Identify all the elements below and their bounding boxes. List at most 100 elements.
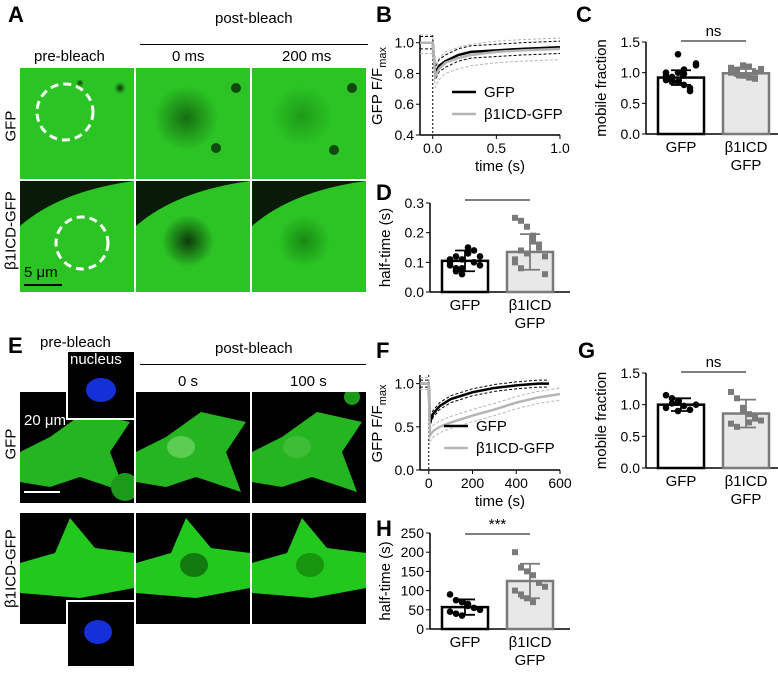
series-error-upper (420, 377, 561, 431)
micrograph-a-gfp-200ms (252, 68, 366, 179)
micrograph-e-gfp-100s (252, 392, 366, 503)
panel-label-g: G (578, 338, 596, 363)
data-point (446, 256, 454, 263)
data-point (734, 70, 740, 77)
significance-label: *** (489, 516, 507, 533)
panel-label-b: B (376, 2, 392, 27)
y-axis-label: GFP F/Fmax (370, 384, 389, 463)
data-point (446, 262, 454, 269)
data-point (512, 587, 518, 594)
x-tick-label: 0.5 (487, 140, 507, 156)
y-tick-label: 200 (401, 544, 425, 560)
category-label: β1ICD (725, 473, 768, 490)
data-point (734, 395, 740, 402)
y-tick-label: 0.3 (405, 195, 425, 211)
panel-e-row-gfp: GFP (2, 428, 20, 460)
data-point (458, 598, 466, 606)
panel-a-post-bleach-header: post-bleach (215, 10, 293, 27)
category-label: GFP (450, 634, 481, 651)
data-point (446, 591, 454, 598)
panel-e-time-0: 0 s (178, 373, 199, 390)
panel-e-row-b1icd: β1ICD-GFP (2, 529, 20, 608)
data-point (740, 408, 746, 414)
data-point (458, 256, 466, 263)
panel-a-time-0: 0 ms (172, 48, 205, 65)
data-point (524, 568, 530, 575)
series-line (420, 41, 561, 79)
series-error-lower (420, 52, 561, 90)
data-point (518, 247, 524, 254)
micrograph-e-gfp-0s (136, 392, 250, 503)
data-point (758, 417, 764, 424)
data-point (752, 415, 758, 422)
data-point (464, 250, 472, 257)
data-point (680, 70, 688, 78)
data-point (542, 271, 548, 278)
data-point (470, 604, 478, 612)
y-tick-label: 0.0 (405, 284, 425, 300)
category-label: β1ICD (509, 297, 552, 314)
micrograph-e-nucleus-inset-bottom (66, 600, 136, 668)
x-axis-label: time (s) (475, 158, 525, 175)
micrograph-a-b1icd-0ms (136, 181, 250, 292)
category-label: GFP (666, 139, 697, 156)
micrograph-e-b1icd-0s (136, 513, 250, 624)
x-tick-label: 600 (548, 475, 572, 491)
data-point (692, 60, 700, 67)
panel-label-d: D (376, 180, 392, 205)
data-point (458, 270, 466, 278)
micrograph-e-b1icd-100s (252, 513, 366, 624)
panel-label-c: C (576, 2, 592, 27)
y-axis-label: half-time (s) (377, 208, 394, 287)
y-tick-label: 1.5 (621, 365, 641, 381)
data-point (686, 84, 694, 92)
data-point (662, 404, 670, 412)
y-tick-label: 1.0 (621, 397, 641, 413)
y-tick-label: 150 (401, 563, 425, 579)
y-tick-label: 1.0 (395, 35, 415, 51)
micrograph-a-gfp-pre (20, 68, 134, 179)
bar (656, 403, 706, 470)
data-point (728, 64, 734, 71)
legend-label: GFP (484, 84, 515, 101)
series-error-upper (420, 36, 561, 70)
data-point (674, 50, 682, 58)
data-point (518, 265, 524, 272)
data-point (668, 73, 676, 81)
y-tick-label: 50 (408, 602, 424, 618)
data-point (686, 406, 694, 414)
data-point (512, 549, 518, 556)
bar (721, 72, 771, 136)
y-tick-label: 0 (416, 621, 424, 637)
data-point (530, 572, 536, 579)
data-point (758, 65, 764, 72)
data-point (728, 389, 734, 395)
data-point (740, 404, 746, 411)
data-point (692, 401, 700, 408)
data-point (542, 583, 548, 590)
data-point (746, 63, 752, 70)
panel-e-inset-label: nucleus (70, 351, 122, 368)
panel-label-h: H (376, 516, 392, 541)
data-point (740, 72, 746, 79)
panel-e-scalebar-label: 20 μm (24, 412, 66, 429)
y-tick-label: 100 (401, 583, 425, 599)
x-tick-label: 0.0 (423, 140, 443, 156)
data-point (464, 244, 472, 251)
category-label-line2: GFP (731, 157, 762, 174)
y-tick-label: 1.5 (621, 34, 641, 50)
panel-a-header-rule (140, 44, 368, 45)
data-point (512, 214, 518, 221)
y-tick-label: 0.5 (621, 428, 641, 444)
data-point (740, 62, 746, 69)
data-point (668, 400, 676, 407)
data-point (746, 419, 752, 426)
panel-label-e: E (8, 333, 23, 358)
micrograph-a-b1icd-200ms (252, 181, 366, 292)
panel-label-a: A (8, 2, 24, 27)
data-point (542, 253, 548, 260)
